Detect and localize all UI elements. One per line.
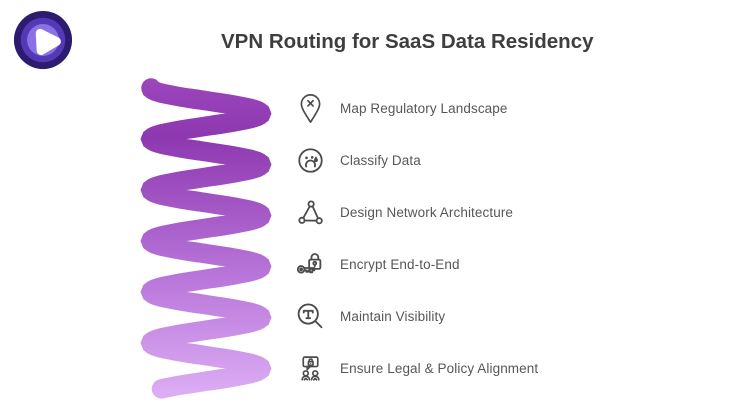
lock-and-key-icon — [293, 250, 327, 278]
step-label: Maintain Visibility — [340, 308, 446, 324]
page-title: VPN Routing for SaaS Data Residency — [221, 30, 594, 53]
step-label: Encrypt End-to-End — [340, 256, 460, 272]
step-label: Design Network Architecture — [340, 204, 514, 220]
step-encrypt-end-to-end: Encrypt End-to-End — [293, 248, 538, 280]
step-label: Classify Data — [340, 152, 421, 168]
purevpn-logo — [13, 10, 73, 70]
sad-face-tear-icon — [293, 146, 327, 175]
step-ensure-legal-policy-alignment: Ensure Legal & Policy Alignment — [293, 352, 538, 384]
step-classify-data: Classify Data — [293, 144, 538, 176]
network-triangle-icon — [293, 198, 327, 227]
step-design-network-architecture: Design Network Architecture — [293, 196, 538, 228]
magnifier-t-icon — [293, 301, 327, 331]
step-maintain-visibility: Maintain Visibility — [293, 300, 538, 332]
people-lock-chat-icon — [293, 354, 327, 383]
step-label: Map Regulatory Landscape — [340, 100, 508, 116]
map-pin-x-icon — [293, 93, 327, 124]
logo-triangle-mark — [35, 28, 61, 56]
step-map-regulatory-landscape: Map Regulatory Landscape — [293, 92, 538, 124]
steps-list: Map Regulatory Landscape Classify Data — [293, 92, 538, 404]
step-label: Ensure Legal & Policy Alignment — [340, 360, 539, 376]
